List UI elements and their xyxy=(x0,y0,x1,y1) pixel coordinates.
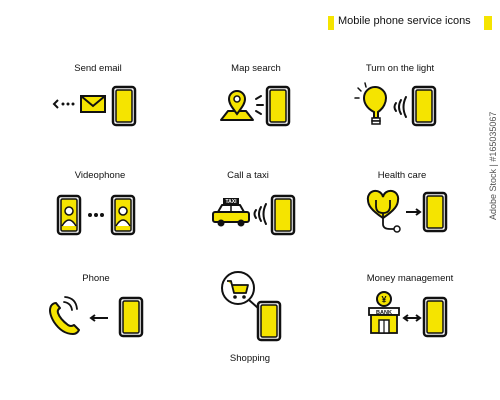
yen-symbol: ¥ xyxy=(381,295,386,305)
smartphone-icon xyxy=(265,85,291,127)
bank-sign-text: BANK xyxy=(376,310,392,316)
dots-connector-icon xyxy=(88,213,104,217)
map-search-graphic xyxy=(220,85,291,127)
title-accent-bar xyxy=(328,16,334,30)
send-email-graphic xyxy=(52,85,137,127)
page-title: Mobile phone service icons xyxy=(338,15,471,27)
handset-icon xyxy=(49,296,80,335)
arrow-right-icon xyxy=(406,208,422,216)
stethoscope-heart-icon xyxy=(366,189,401,233)
smartphone-icon xyxy=(111,85,137,127)
label-call-taxi: Call a taxi xyxy=(227,170,269,181)
shopping-cart-icon xyxy=(221,271,255,305)
stock-watermark: Adobe Stock | #165035067 xyxy=(488,111,498,220)
signal-lines-icon xyxy=(255,95,264,115)
taxi-sign-text: TAXI xyxy=(225,199,237,205)
label-map-search: Map search xyxy=(231,63,281,74)
video-call-icon xyxy=(56,194,82,236)
label-send-email: Send email xyxy=(74,63,122,74)
bank-icon: ¥ BANK xyxy=(368,291,400,334)
phone-graphic xyxy=(49,296,144,338)
map-pin-icon xyxy=(220,90,254,121)
smartphone-icon xyxy=(118,296,144,338)
turn-on-light-graphic xyxy=(354,82,437,127)
wave-signal-icon xyxy=(393,96,407,118)
smartphone-icon xyxy=(270,194,296,236)
label-videophone: Videophone xyxy=(74,170,126,181)
smartphone-icon xyxy=(422,191,448,233)
taxi-icon: TAXI xyxy=(212,198,250,227)
label-health-care: Health care xyxy=(377,170,427,181)
call-taxi-graphic: TAXI xyxy=(212,194,296,236)
arrow-left-icon xyxy=(89,314,108,322)
smartphone-icon xyxy=(422,296,448,338)
smartphone-icon xyxy=(256,300,282,342)
label-shopping: Shopping xyxy=(229,353,271,364)
smartphone-icon xyxy=(411,85,437,127)
title-accent-end xyxy=(484,16,492,30)
wave-signal-icon xyxy=(253,203,267,225)
label-money-management: Money management xyxy=(366,273,454,284)
label-turn-on-light: Turn on the light xyxy=(365,63,435,74)
money-management-graphic: ¥ BANK xyxy=(368,291,448,338)
arrow-left-icon xyxy=(52,99,75,109)
label-phone: Phone xyxy=(82,273,110,284)
envelope-icon xyxy=(80,95,106,113)
light-bulb-icon xyxy=(354,82,388,125)
shopping-graphic xyxy=(221,271,282,342)
videophone-graphic xyxy=(56,194,136,236)
connector-line xyxy=(248,299,259,309)
two-way-arrow-icon xyxy=(402,314,422,322)
video-call-icon xyxy=(110,194,136,236)
health-care-graphic xyxy=(366,189,448,233)
